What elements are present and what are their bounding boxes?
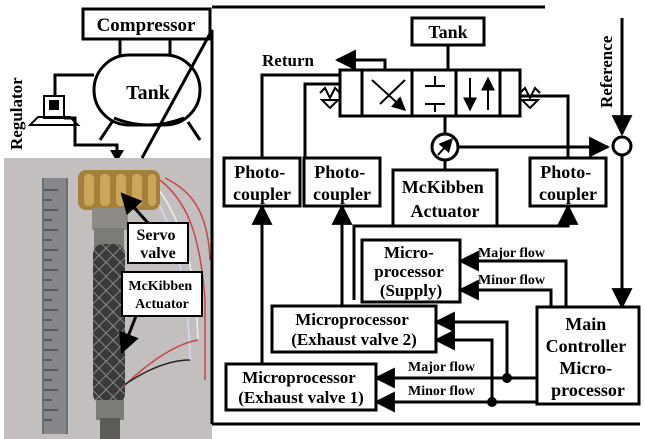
return-label: Return: [262, 51, 314, 70]
photo-panel: Servo valve McKibben Actuator: [4, 158, 212, 439]
reference-label: Reference: [597, 35, 616, 108]
photocoupler-1-line1: Photo-: [234, 162, 285, 182]
ruler: [42, 178, 68, 434]
main-controller-line3: Micro-: [559, 358, 612, 378]
pneumatic-schematic: Compressor Tank Regulator: [7, 9, 210, 162]
tank-label: Tank: [126, 82, 171, 104]
mp-exhaust1-line1: Microprocessor: [242, 368, 356, 387]
servo-label-line2: valve: [140, 245, 176, 262]
mp-exhaust2-line2: (Exhaust valve 2): [291, 330, 417, 349]
junction-dot-2: [487, 397, 497, 407]
mp-exhaust1-line2: (Exhaust valve 1): [238, 388, 364, 407]
mckibben-line1: McKibben: [402, 177, 484, 197]
mckibben-photo-line1: McKibben: [128, 279, 192, 294]
servo-valve-label: Servo valve: [136, 227, 179, 262]
main-controller-line2: Controller: [546, 336, 627, 356]
photocoupler-2-line1: Photo-: [314, 162, 365, 182]
main-controller-line4: processor: [551, 380, 625, 400]
servo-valve-symbol: [320, 70, 540, 116]
supply-major-flow-label: Major flow: [478, 246, 546, 261]
mckibben-photo-line2: Actuator: [135, 297, 189, 312]
regulator-symbol: [30, 96, 78, 125]
exhaust-major-flow-label: Major flow: [408, 360, 476, 375]
exhaust-minor-flow-label: Minor flow: [408, 384, 476, 399]
mp-exhaust2-line1: Microprocessor: [295, 310, 409, 329]
mckibben-actuator-photo: [93, 228, 125, 439]
photocoupler-2-line2: coupler: [313, 184, 371, 204]
photocoupler-3-line2: coupler: [539, 184, 597, 204]
junction-dot-1: [502, 373, 512, 383]
regulator-label: Regulator: [7, 77, 26, 150]
servo-label-line1: Servo: [136, 227, 175, 244]
mp-supply-line1: Micro-: [384, 243, 434, 262]
supply-minor-flow-label: Minor flow: [478, 273, 546, 288]
main-controller-line1: Main: [565, 314, 606, 334]
summing-junction: [613, 137, 631, 155]
photocoupler-3-line1: Photo-: [540, 162, 591, 182]
mp-supply-line2: processor: [374, 262, 444, 281]
mckibben-line2: Actuator: [411, 201, 480, 221]
mp-supply-label: Micro- processor (Supply): [374, 243, 448, 300]
compressor-label: Compressor: [97, 15, 196, 36]
mp-supply-line3: (Supply): [380, 281, 442, 300]
mp-exhaust2-label: Microprocessor (Exhaust valve 2): [291, 310, 417, 349]
photocoupler-1-line2: coupler: [233, 184, 291, 204]
mp-exhaust1-label: Microprocessor (Exhaust valve 1): [238, 368, 364, 407]
tank-box-label: Tank: [428, 22, 467, 42]
